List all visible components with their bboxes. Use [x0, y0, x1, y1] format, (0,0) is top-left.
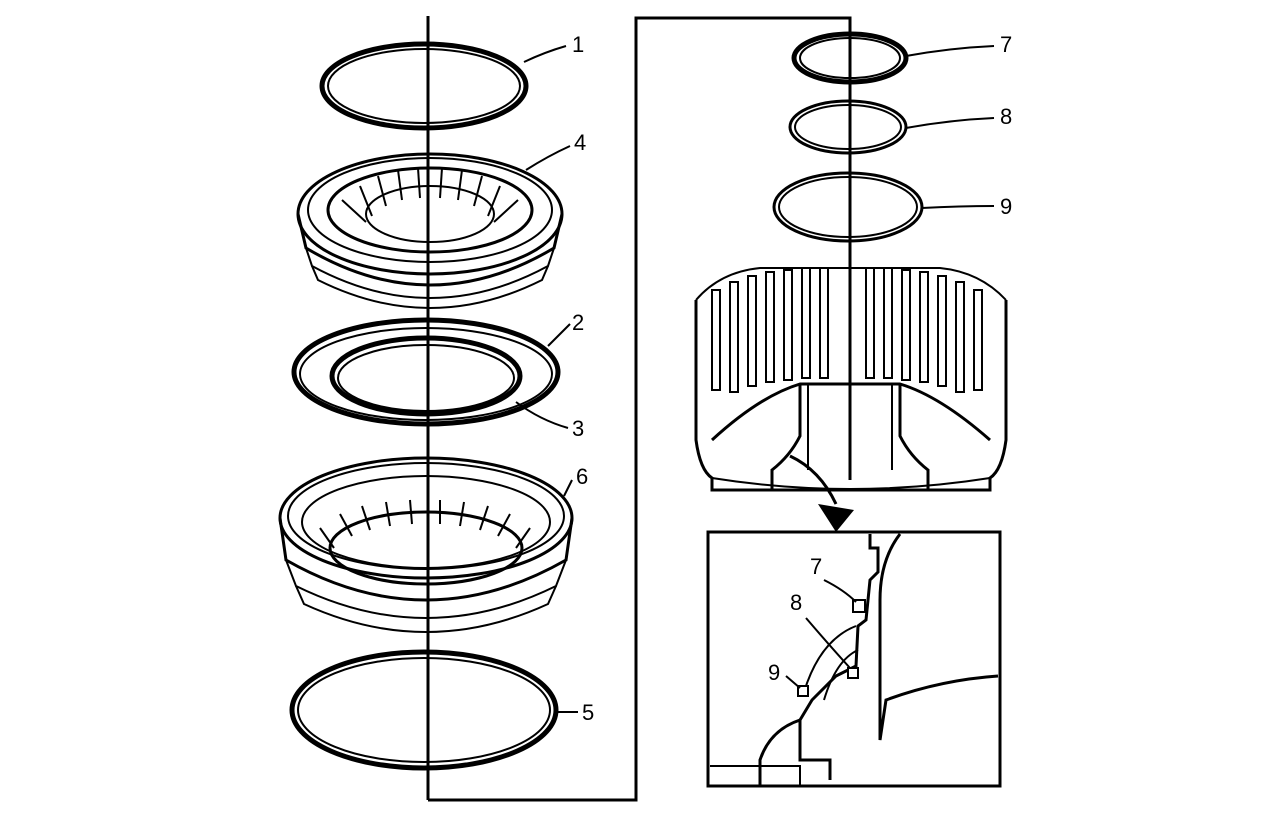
- callout-7: 7: [1000, 32, 1012, 57]
- detail-callout-8: 8: [790, 590, 802, 615]
- callout-1: 1: [572, 32, 584, 57]
- part-7-seal-ring: [791, 31, 909, 85]
- callout-labels: 1 4 2 3 6 5 7 8 9 7 8 9: [572, 32, 1012, 725]
- part-1-seal-ring: [319, 41, 529, 131]
- drum-splines: [711, 267, 983, 393]
- part-4-piston-assembly: [296, 152, 564, 309]
- callout-5: 5: [582, 700, 594, 725]
- part-3-inner-seal: [329, 335, 523, 417]
- detail-arrow: [789, 454, 854, 532]
- callout-4: 4: [574, 130, 586, 155]
- callout-3: 3: [572, 416, 584, 441]
- leader-lines: [515, 45, 995, 713]
- detail-callout-9: 9: [768, 660, 780, 685]
- callout-9: 9: [1000, 194, 1012, 219]
- callout-8: 8: [1000, 104, 1012, 129]
- callout-6: 6: [576, 464, 588, 489]
- part-6-housing: [278, 456, 574, 633]
- part-5-large-seal-ring: [289, 649, 559, 771]
- callout-2: 2: [572, 310, 584, 335]
- part-9-seal-ring: [772, 171, 924, 243]
- detail-inset: [706, 530, 1002, 788]
- clutch-drum-housing: [694, 267, 1008, 492]
- detail-callout-7: 7: [810, 554, 822, 579]
- part-2-outer-seal: [291, 317, 561, 427]
- part-8-seal-ring: [788, 99, 908, 155]
